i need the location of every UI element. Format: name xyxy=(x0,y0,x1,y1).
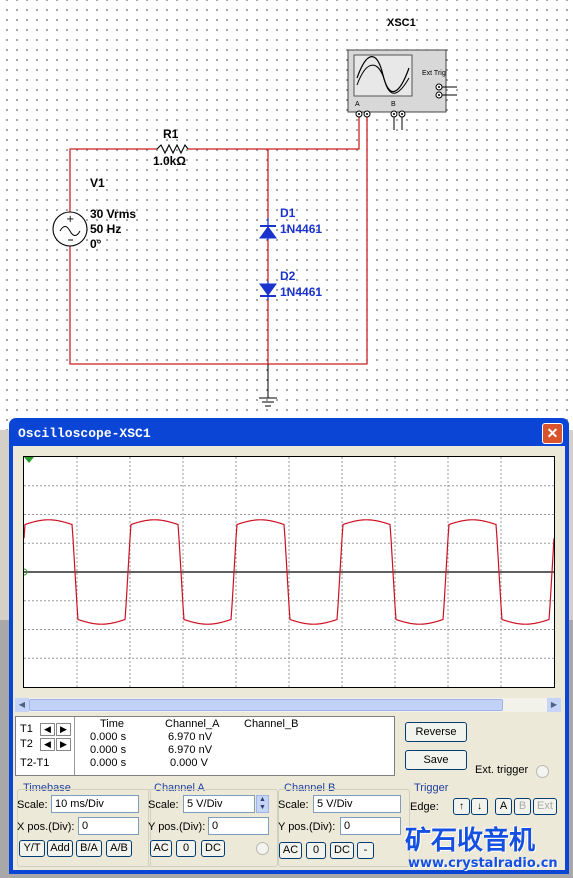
timebase-xpos-input[interactable]: 0 xyxy=(78,817,139,835)
trigger-source-b-button[interactable]: B xyxy=(514,798,531,815)
t1-left-arrow-icon[interactable]: ◀ xyxy=(40,723,55,736)
source-freq-label: 50 Hz xyxy=(90,222,122,236)
mode-ab-button[interactable]: A/B xyxy=(106,840,132,857)
channel-b-ypos-input[interactable]: 0 xyxy=(340,817,401,835)
terminal-a-label: A xyxy=(355,101,360,108)
trigger-edge-label: Edge: xyxy=(410,801,439,813)
oscilloscope-icon[interactable] xyxy=(347,49,457,130)
watermark-url: www.crystalradio.cn xyxy=(408,856,558,871)
row1-channel-a: 6.970 nV xyxy=(168,731,213,743)
timebase-scale-input[interactable]: 10 ms/Div xyxy=(51,795,139,813)
col-header-channel-a: Channel_A xyxy=(165,718,220,730)
wires xyxy=(69,113,368,365)
oscilloscope-body: ◀ ▶ T1 ◀ ▶ T2 ◀ ▶ T2-T1 Time Channel_A C… xyxy=(13,446,565,870)
trigger-title: Trigger xyxy=(414,782,449,794)
diff-channel-a: 0.000 V xyxy=(170,757,208,769)
channel-b-scale-label: Scale: xyxy=(278,799,309,811)
timebase-xpos-label: X pos.(Div): xyxy=(17,821,75,833)
trigger-source-a-button[interactable]: A xyxy=(495,798,512,815)
trigger-rising-edge-icon[interactable]: ↑ xyxy=(453,798,470,815)
circuit-drawing: + xyxy=(52,49,457,407)
channel-a-group xyxy=(148,789,278,867)
source-ref-label: V1 xyxy=(90,176,105,190)
channel-b-group xyxy=(278,789,410,867)
t1-label: T1 xyxy=(20,723,33,735)
t2-left-arrow-icon[interactable]: ◀ xyxy=(40,738,55,751)
channel-b-ypos-label: Y pos.(Div): xyxy=(278,821,336,833)
scroll-thumb[interactable] xyxy=(29,699,503,711)
channel-b-ac-button[interactable]: AC xyxy=(279,842,302,859)
row1-time: 0.000 s xyxy=(90,731,127,743)
t2-label: T2 xyxy=(20,738,33,750)
row2-channel-a: 6.970 nV xyxy=(168,744,213,756)
save-button[interactable]: Save xyxy=(405,750,467,770)
diode-d2-symbol[interactable] xyxy=(259,281,277,300)
channel-b-invert-button[interactable]: - xyxy=(357,842,374,859)
channel-a-zero-button[interactable]: 0 xyxy=(176,840,196,857)
timebase-title: Timebase xyxy=(23,782,71,794)
resistor-value-label: 1.0kΩ xyxy=(153,154,186,168)
scope-trace-area xyxy=(20,457,555,687)
channel-a-scale-label: Scale: xyxy=(148,799,179,811)
watermark-logo: 矿石收音机 xyxy=(405,826,536,856)
channel-a-title: Channel A xyxy=(154,782,205,794)
resistor-symbol[interactable] xyxy=(156,143,189,155)
t2-right-arrow-icon[interactable]: ▶ xyxy=(56,738,71,751)
channel-b-dc-button[interactable]: DC xyxy=(330,842,354,859)
t1-right-arrow-icon[interactable]: ▶ xyxy=(56,723,71,736)
channel-a-dc-button[interactable]: DC xyxy=(201,840,225,857)
horizontal-scrollbar[interactable]: ◀ ▶ xyxy=(15,698,561,712)
scope-screen[interactable] xyxy=(20,456,555,688)
schematic-canvas[interactable]: + xyxy=(0,0,573,430)
source-vrms-label: 30 Vrms xyxy=(90,207,137,221)
trigger-source-ext-button[interactable]: Ext xyxy=(533,798,557,815)
channel-a-ypos-label: Y pos.(Div): xyxy=(148,821,206,833)
diff-label: T2-T1 xyxy=(20,757,50,769)
diode2-part-label: 1N4461 xyxy=(280,285,323,299)
col-header-channel-b: Channel_B xyxy=(244,718,299,730)
ext-trig-terminal-label: Ext Trig xyxy=(422,70,446,77)
scroll-left-icon[interactable]: ◀ xyxy=(15,698,29,712)
channel-a-scale-input[interactable]: 5 V/Div xyxy=(183,795,255,813)
mode-ba-button[interactable]: B/A xyxy=(76,840,102,857)
diode2-ref-label: D2 xyxy=(280,269,296,283)
resistor-ref-label: R1 xyxy=(163,127,179,141)
channel-a-radio[interactable] xyxy=(256,842,269,855)
channel-b-title: Channel B xyxy=(284,782,336,794)
channel-a-ac-button[interactable]: AC xyxy=(150,840,172,857)
channel-a-trace xyxy=(23,519,555,625)
diode1-part-label: 1N4461 xyxy=(280,222,323,236)
channel-b-zero-button[interactable]: 0 xyxy=(306,842,326,859)
mode-yt-button[interactable]: Y/T xyxy=(19,840,45,857)
window-title: Oscilloscope-XSC1 xyxy=(18,426,151,441)
timebase-scale-label: Scale: xyxy=(17,799,48,811)
ac-source-symbol[interactable]: + xyxy=(52,211,88,247)
svg-text:+: + xyxy=(66,214,74,225)
terminal-b-label: B xyxy=(391,101,396,108)
trigger-marker-icon[interactable] xyxy=(24,457,34,463)
row2-time: 0.000 s xyxy=(90,744,127,756)
oscilloscope-window[interactable]: Oscilloscope-XSC1 ✕ ◀ ▶ T1 ◀ ▶ T2 ◀ ▶ T2… xyxy=(9,418,569,874)
source-phase-label: 0° xyxy=(90,237,102,251)
ground-symbol xyxy=(259,397,277,407)
diode1-ref-label: D1 xyxy=(280,206,296,220)
diode-d1-symbol[interactable] xyxy=(259,218,277,240)
col-header-time: Time xyxy=(100,718,125,730)
channel-a-ypos-input[interactable]: 0 xyxy=(208,817,269,835)
ext-trigger-label: Ext. trigger xyxy=(475,764,529,776)
scroll-right-icon[interactable]: ▶ xyxy=(547,698,561,712)
ext-trigger-radio[interactable] xyxy=(536,765,549,778)
diff-time: 0.000 s xyxy=(90,757,127,769)
mode-add-button[interactable]: Add xyxy=(47,840,73,857)
trigger-falling-edge-icon[interactable]: ↓ xyxy=(471,798,488,815)
timebase-group xyxy=(17,789,151,867)
channel-a-scale-spinner-icon[interactable]: ▲▼ xyxy=(256,795,269,813)
reverse-button[interactable]: Reverse xyxy=(405,722,467,742)
scope-ref-label: XSC1 xyxy=(387,17,416,29)
channel-b-scale-input[interactable]: 5 V/Div xyxy=(313,795,401,813)
close-icon[interactable]: ✕ xyxy=(542,423,563,444)
cursor-readout-panel: T1 ◀ ▶ T2 ◀ ▶ T2-T1 Time Channel_A Chann… xyxy=(15,716,395,776)
